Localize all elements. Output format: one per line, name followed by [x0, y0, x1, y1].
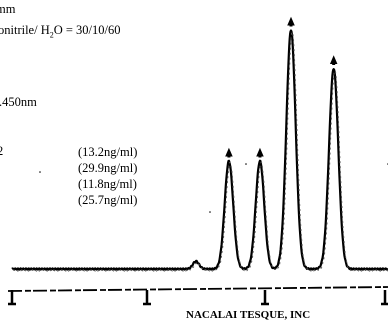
- scan-noise-dot: [209, 211, 211, 213]
- vendor-label: NACALAI TESQUE, INC: [186, 309, 311, 321]
- peak-marker: [287, 16, 295, 27]
- concentration-1: (13.2ng/ml): [78, 145, 138, 159]
- peak-marker: [225, 147, 233, 158]
- condition-mobile-phase: onitrile/ H2O = 30/10/60: [0, 23, 121, 40]
- chromatogram-trace: [11, 29, 388, 271]
- time-axis-line: [7, 286, 388, 292]
- scan-noise-dot: [39, 171, 41, 173]
- axis-tick: [381, 290, 388, 306]
- tick-marks: [8, 290, 388, 306]
- axis-tick: [143, 290, 151, 306]
- peak-list-number: 2: [0, 144, 4, 158]
- scan-noise-dot: [245, 163, 247, 165]
- condition-column: mm: [0, 2, 16, 16]
- concentration-4: (25.7ng/ml): [78, 193, 138, 207]
- axis-tick: [261, 290, 269, 306]
- peak-markers: [39, 16, 388, 213]
- axis-tick: [8, 290, 16, 306]
- concentration-3: (11.8ng/ml): [78, 177, 137, 191]
- peak-marker: [256, 147, 264, 158]
- condition-detection: .450nm: [0, 95, 37, 109]
- chromatogram-trace-shadow: [12, 31, 388, 272]
- concentration-2: (29.9ng/ml): [78, 161, 138, 175]
- peak-marker: [329, 55, 338, 66]
